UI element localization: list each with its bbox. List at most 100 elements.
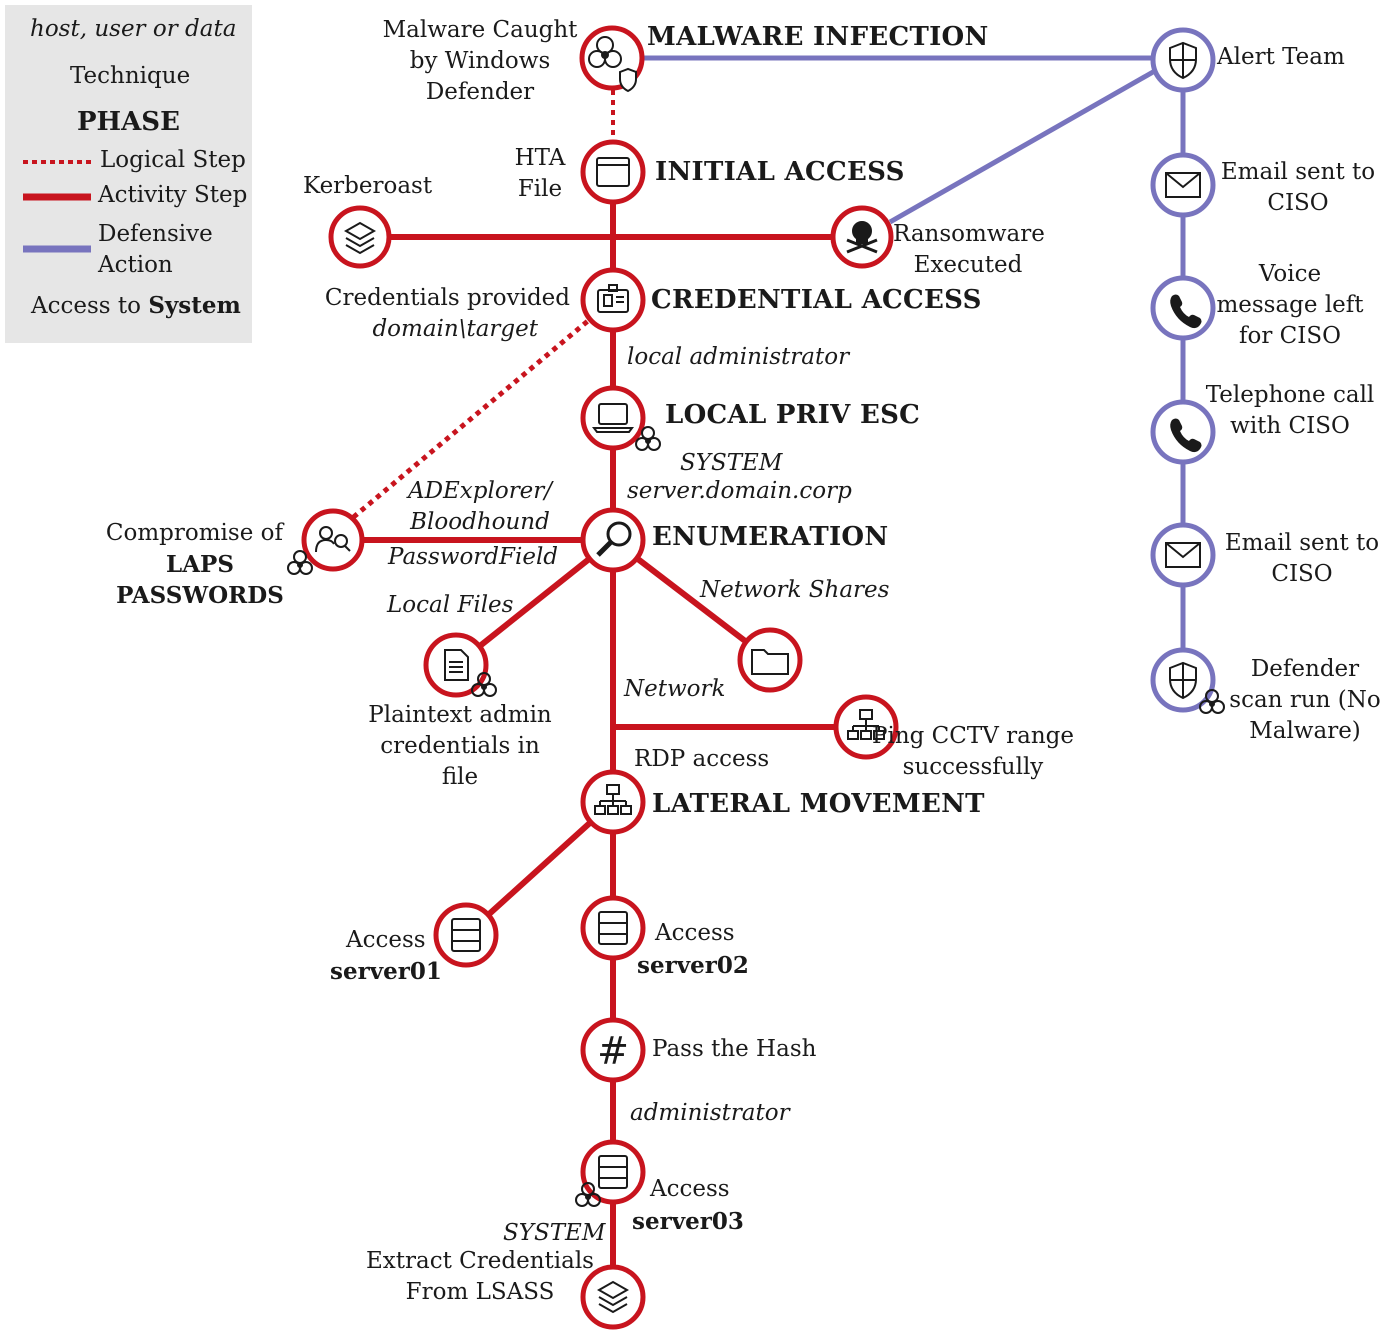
local-files-branch [454, 537, 615, 668]
legend-logical: Logical Step [100, 147, 246, 173]
logical-lines [348, 90, 615, 522]
node-local-priv-esc [580, 385, 646, 451]
label-ping-cctv: Ping CCTV range successfully [872, 723, 1074, 780]
document-icon [444, 649, 469, 681]
network-icon [594, 784, 632, 815]
phase-malware-infection: MALWARE INFECTION [647, 22, 989, 52]
node-server03 [580, 1139, 646, 1205]
node-local-files [423, 632, 489, 698]
label-adexplorer: ADExplorer/ Bloodhound [407, 478, 553, 535]
label-password-field: PasswordField [388, 544, 559, 570]
server-icon [598, 1155, 628, 1189]
label-malware-caught: Malware Caught by Windows Defender [382, 17, 578, 105]
phase-enumeration: ENUMERATION [652, 522, 889, 552]
node-email-1 [1150, 152, 1216, 218]
shield-icon [1169, 661, 1197, 700]
label-rdp-access: RDP access [634, 746, 770, 772]
defense-link-ransomware-alert [888, 65, 1162, 225]
label-network-shares: Network Shares [700, 577, 890, 603]
activity-lines [333, 172, 866, 1297]
label-defender-scan: Defender scan run (No Malware) [1229, 656, 1381, 744]
legend-technique: Technique [70, 63, 191, 89]
legend-activity: Activity Step [98, 182, 248, 208]
hash-icon: # [597, 1029, 629, 1073]
logical-step-credential-laps [348, 313, 597, 522]
envelope-icon [1165, 172, 1201, 198]
label-access-server01: Access [346, 927, 426, 953]
label-server02: server02 [637, 952, 749, 979]
label-domain-target: domain\target [372, 316, 538, 342]
node-network-shares [737, 627, 803, 693]
legend-access-prefix: Access to [31, 293, 149, 319]
biohazard-icon [1199, 689, 1225, 714]
label-ransomware: Ransomware Executed [893, 221, 1045, 278]
window-icon [596, 157, 630, 187]
label-access-server02: Access [655, 920, 735, 946]
server-icon [451, 918, 481, 952]
magnifier-icon [596, 521, 632, 557]
label-server-domain: server.domain.corp [627, 478, 852, 504]
skull-icon [846, 221, 878, 254]
label-system-lsass: SYSTEM [503, 1220, 606, 1246]
badge-icon [597, 284, 629, 313]
label-kerberoast: Kerberoast [303, 173, 433, 199]
legend-access-bold: System [148, 292, 241, 319]
legend-defensive: Defensive Action [98, 221, 213, 278]
node-server01 [433, 902, 499, 968]
node-enumeration [580, 507, 646, 573]
legend-phase: PHASE [77, 107, 180, 137]
shield-icon [619, 67, 637, 93]
label-laps-passwords: LAPS PASSWORDS [116, 551, 284, 609]
label-compromise-of: Compromise of [105, 520, 283, 546]
folder-icon [751, 649, 789, 675]
server-icon [598, 911, 628, 945]
label-email-2: Email sent to CISO [1224, 530, 1380, 587]
label-pass-the-hash: Pass the Hash [652, 1036, 817, 1062]
label-telephone-call: Telephone call with CISO [1205, 382, 1375, 439]
label-extract-lsass: Extract Credentials From LSASS [366, 1248, 594, 1305]
legend-access: Access to System [31, 292, 241, 319]
label-email-1: Email sent to CISO [1220, 159, 1376, 216]
label-voice-message: Voice message left for CISO [1216, 261, 1364, 349]
biohazard-icon [287, 550, 313, 575]
legend: host, user or data Technique PHASE Logic… [5, 5, 252, 343]
node-server02 [580, 895, 646, 961]
label-network: Network [624, 676, 726, 702]
network-icon [847, 709, 885, 740]
phase-initial-access: INITIAL ACCESS [655, 157, 905, 187]
label-local-administrator: local administrator [627, 344, 850, 370]
node-email-2 [1150, 522, 1216, 588]
node-kerberoast [328, 205, 392, 269]
legend-swatches [23, 160, 91, 253]
layers-icon [343, 221, 377, 255]
label-administrator: administrator [630, 1100, 790, 1126]
envelope-icon [1165, 542, 1201, 568]
label-hta-file: HTA File [514, 145, 566, 202]
laptop-icon [592, 403, 634, 433]
biohazard-icon [635, 426, 661, 451]
legend-host: host, user or data [30, 16, 237, 42]
phase-local-priv-esc: LOCAL PRIV ESC [665, 400, 921, 430]
layers-icon [596, 1280, 630, 1314]
label-server01: server01 [330, 958, 442, 985]
node-telephone-call [1150, 399, 1216, 465]
node-laps [301, 508, 365, 572]
node-voice-message [1150, 275, 1216, 341]
node-pass-the-hash [580, 1017, 646, 1083]
phone-icon [1170, 418, 1202, 453]
label-plaintext-credentials: Plaintext admin credentials in file [368, 702, 552, 790]
label-server03: server03 [632, 1208, 744, 1235]
network-shares-branch [611, 537, 772, 663]
phone-icon [1170, 294, 1202, 329]
biohazard-icon [588, 36, 622, 68]
label-alert-team: Alert Team [1217, 44, 1345, 70]
biohazard-icon [471, 672, 497, 697]
biohazard-icon [575, 1182, 601, 1207]
label-local-files: Local Files [387, 592, 514, 618]
phase-lateral-movement: LATERAL MOVEMENT [652, 789, 985, 819]
users-search-icon [315, 526, 351, 553]
shield-icon [1169, 41, 1197, 80]
label-access-server03: Access [650, 1176, 730, 1202]
phase-credential-access: CREDENTIAL ACCESS [651, 285, 982, 315]
